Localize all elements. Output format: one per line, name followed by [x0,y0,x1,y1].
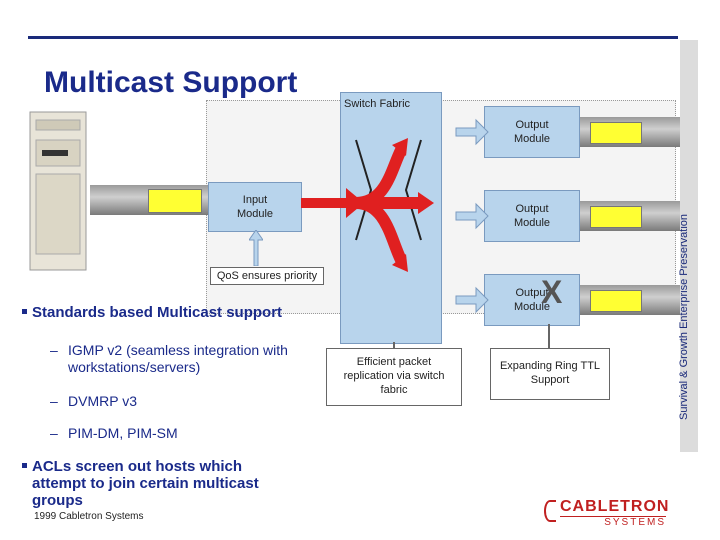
input-module: Input Module [208,182,302,232]
bullet-dot-2 [22,463,27,468]
output-module-1-label: Output Module [513,119,551,145]
sub-bullet-1: IGMP v2 (seamless integration with works… [68,342,288,375]
output-module-2-label: Output Module [513,203,551,229]
footer-text: 1999 Cabletron Systems [34,511,144,522]
server-icon [28,110,88,272]
switch-fabric-label: Switch Fabric [344,98,411,110]
bullet-dot-1 [22,309,27,314]
sub-bullet-2-dash: – [50,393,58,409]
sub-bullet-3: PIM-DM, PIM-SM [68,425,178,441]
output-module-3: Output Module [484,274,580,326]
top-rule [28,36,678,39]
side-banner [680,40,698,452]
logo-mark-icon [544,500,556,522]
output-module-1: Output Module [484,106,580,158]
ring-caption-arrow [548,324,550,348]
sub-bullet-1-dash: – [50,342,58,358]
replication-caption-arrow [393,342,395,348]
output-module-2: Output Module [484,190,580,242]
qos-arrow [249,230,263,266]
fabric-arrows [301,118,489,314]
logo-bottom-text: SYSTEMS [560,516,666,528]
side-banner-label: Survival & Growth Enterprise Preservatio… [678,213,690,420]
replication-caption: Efficient packet replication via switch … [326,348,462,406]
qos-label: QoS ensures priority [210,267,324,285]
sub-bullet-3-dash: – [50,425,58,441]
slide-title: Multicast Support [44,66,298,99]
logo-top-text: CABLETRON [560,498,670,515]
output-connector-3 [590,290,642,312]
server-connector [148,189,202,213]
block-mark: X [541,274,563,310]
switch-fabric [340,92,442,344]
cabletron-logo: CABLETRON SYSTEMS [560,498,670,528]
bullet-2: ACLs screen out hosts which attempt to j… [32,458,259,509]
bullet-1: Standards based Multicast support [32,304,283,321]
output-connector-1 [590,122,642,144]
input-module-label: Input Module [236,194,274,220]
output-module-3-label: Output Module [513,287,551,313]
sub-bullet-2: DVMRP v3 [68,393,137,409]
output-connector-2 [590,206,642,228]
ring-caption: Expanding Ring TTL Support [490,348,610,400]
